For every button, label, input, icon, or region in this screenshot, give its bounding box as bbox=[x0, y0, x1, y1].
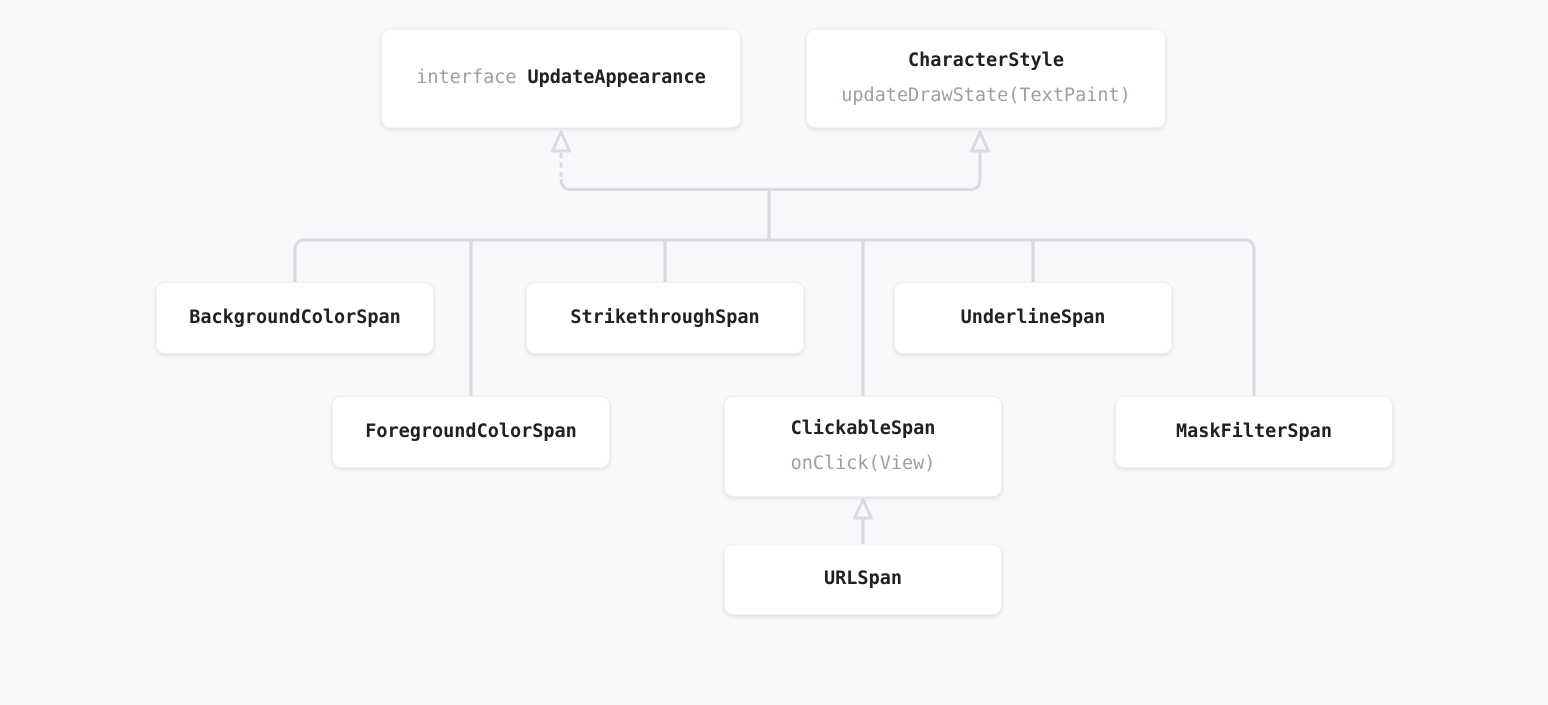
class-name-background-color-span: BackgroundColorSpan bbox=[189, 306, 401, 328]
node-background-color-span: BackgroundColorSpan bbox=[156, 282, 434, 354]
node-foreground-color-span: ForegroundColorSpan bbox=[332, 396, 610, 468]
class-name-foreground-color-span: ForegroundColorSpan bbox=[365, 420, 577, 442]
node-mask-filter-span: MaskFilterSpan bbox=[1115, 396, 1393, 468]
node-underline-span: UnderlineSpan bbox=[894, 282, 1172, 354]
interface-keyword: interface bbox=[416, 67, 517, 89]
edge-parents-elbow bbox=[559, 151, 982, 191]
node-character-style: CharacterStyle updateDrawState(TextPaint… bbox=[806, 29, 1166, 128]
node-clickable-span: ClickableSpan onClick(View) bbox=[724, 396, 1002, 497]
class-name-character-style: CharacterStyle bbox=[908, 49, 1064, 71]
class-name-mask-filter-span: MaskFilterSpan bbox=[1176, 420, 1332, 442]
arrowhead-update-appearance-icon bbox=[551, 130, 571, 153]
class-name-update-appearance: interface UpdateAppearance bbox=[416, 67, 705, 89]
edge-children-rail bbox=[293, 238, 1256, 397]
class-name-text: UpdateAppearance bbox=[527, 67, 706, 89]
method-character-style: updateDrawState(TextPaint) bbox=[841, 85, 1131, 106]
class-name-strikethrough-span: StrikethroughSpan bbox=[570, 306, 760, 328]
method-clickable-span: onClick(View) bbox=[790, 453, 936, 474]
class-name-underline-span: UnderlineSpan bbox=[960, 306, 1106, 328]
arrowhead-character-style-icon bbox=[970, 130, 990, 153]
node-strikethrough-span: StrikethroughSpan bbox=[526, 282, 804, 354]
node-update-appearance: interface UpdateAppearance bbox=[381, 29, 741, 128]
arrowhead-clickable-span-icon bbox=[853, 498, 873, 520]
class-name-clickable-span: ClickableSpan bbox=[790, 417, 936, 439]
node-url-span: URLSpan bbox=[724, 544, 1002, 615]
class-name-url-span: URLSpan bbox=[824, 568, 902, 590]
